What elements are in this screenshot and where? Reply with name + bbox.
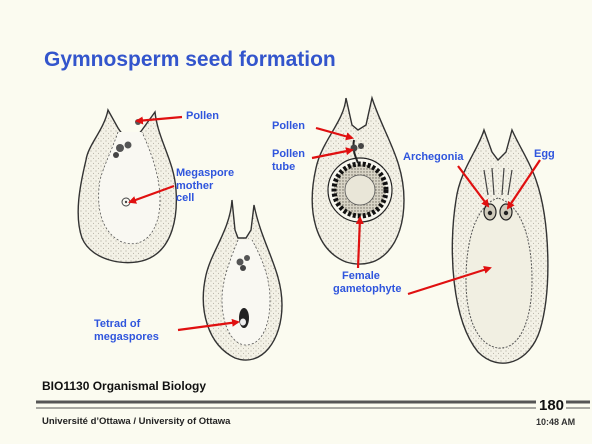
label-egg: Egg — [534, 148, 555, 161]
label-pollen-1: Pollen — [186, 110, 219, 123]
label-tetrad-of-megaspores: Tetrad of megaspores — [94, 318, 159, 343]
label-archegonia: Archegonia — [403, 151, 464, 164]
course-title: BIO1130 Organismal Biology — [42, 379, 206, 393]
university-name: Université d’Ottawa / University of Otta… — [42, 416, 230, 427]
ovule-archegonia-stage — [452, 130, 548, 363]
slide-number: 180 — [539, 397, 564, 414]
slide-title: Gymnosperm seed formation — [44, 48, 336, 72]
label-megaspore-mother-cell: Megaspore mother cell — [176, 167, 234, 205]
ovule-tetrad-stage — [203, 200, 282, 360]
label-pollen-2: Pollen — [272, 120, 305, 133]
ovule-megaspore-mother-cell-stage — [78, 110, 176, 263]
slide-time: 10:48 AM — [536, 417, 575, 427]
label-female-gametophyte: Female gametophyte — [333, 270, 401, 295]
footer-rules — [36, 402, 590, 408]
label-pollen-tube: Pollen tube — [272, 148, 305, 173]
arrow-pollen-1 — [137, 117, 182, 121]
